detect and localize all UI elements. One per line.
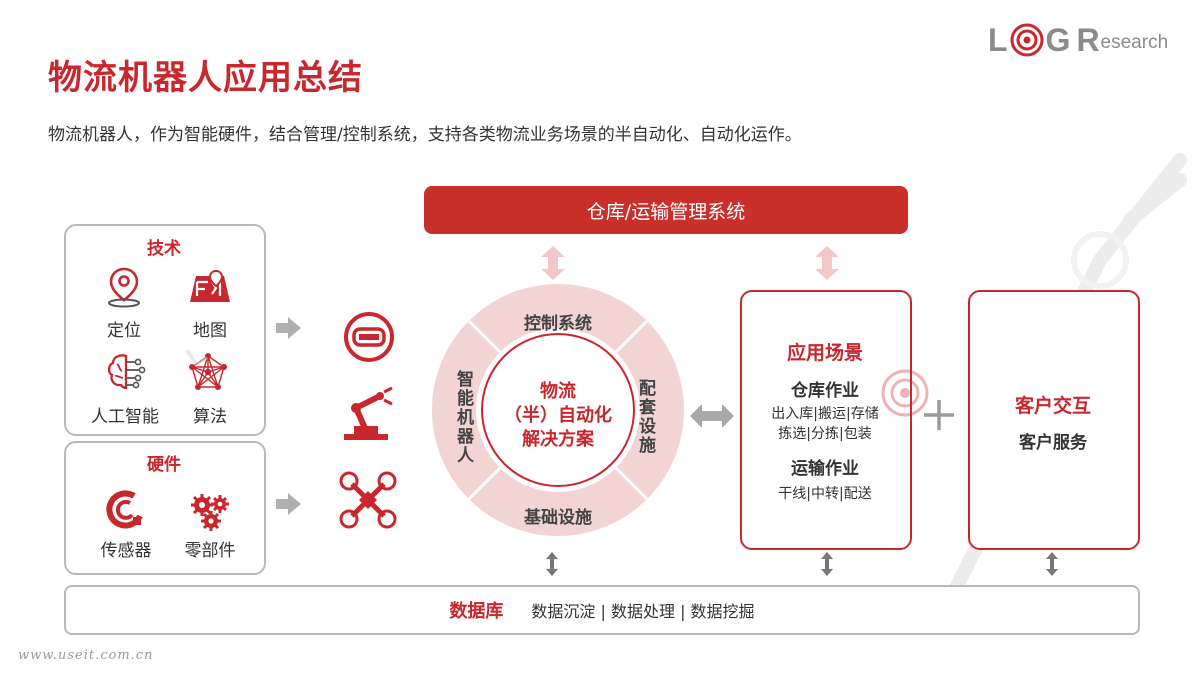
network-icon: [186, 352, 230, 394]
double-arrow-horizontal-icon: [690, 404, 734, 428]
tech-label-map: 地图: [193, 321, 227, 341]
scenarios-title: 应用场景: [786, 342, 863, 364]
sensor-icon: [104, 490, 146, 530]
customer-interaction-panel: [968, 290, 1140, 550]
customer-title: 客户交互: [1014, 395, 1091, 417]
arrow-right-icon: [276, 493, 301, 515]
wheel-top-control-system: 控制系统: [524, 314, 592, 334]
customer-subtitle: 客户服务: [1019, 433, 1087, 453]
logo-target-icon: [1010, 23, 1044, 57]
gears-icon: [188, 492, 232, 532]
tech-panel: [64, 224, 266, 436]
wheel-center-line2: （半）自动化: [504, 405, 612, 426]
warehouse-ops-line2: 拣选|分拣|包装: [778, 426, 872, 442]
page-subtitle: 物流机器人，作为智能硬件，结合管理/控制系统，支持各类物流业务场景的半自动化、自…: [48, 125, 802, 145]
location-pin-icon: [104, 266, 144, 308]
transport-ops-title: 运输作业: [791, 459, 859, 479]
hardware-label-sensor: 传感器: [100, 541, 152, 561]
plus-icon: [924, 400, 954, 430]
tech-label-ai: 人工智能: [91, 407, 159, 427]
wheel-right-supporting-facilities: 配套设施: [635, 379, 655, 455]
management-system-bar: 仓库/运输管理系统: [424, 186, 908, 234]
map-icon: [186, 268, 234, 308]
logo-letter-r: R: [1076, 22, 1100, 58]
warehouse-ops-title: 仓库作业: [791, 381, 859, 401]
hardware-label-parts: 零部件: [184, 541, 236, 561]
wheel-center-line1: 物流: [540, 381, 576, 402]
hardware-panel: [64, 441, 266, 575]
brain-icon: [104, 352, 148, 392]
database-bar: 数据库 数据沉淀 | 数据处理 | 数据挖掘: [64, 585, 1140, 635]
wheel-left-intelligent-robot: 智能机器人: [453, 369, 473, 465]
wheel-bottom-infrastructure: 基础设施: [524, 508, 592, 528]
watermark-target-icon: [881, 369, 929, 417]
logo-tail: esearch: [1100, 32, 1169, 53]
application-scenarios-panel: [740, 290, 912, 550]
double-arrow-vertical-icon: [541, 246, 565, 280]
hardware-title: 硬件: [147, 455, 181, 475]
logo-letter-l: L: [988, 22, 1008, 58]
wheel-center-line3: 解决方案: [522, 429, 594, 450]
page-title: 物流机器人应用总结: [48, 58, 363, 98]
logo-letter-g: G: [1045, 22, 1071, 58]
tech-label-positioning: 定位: [107, 321, 141, 341]
arrow-right-icon: [276, 317, 301, 339]
small-double-arrow-icon: [1046, 552, 1058, 576]
footer-url: www.useit.com.cn: [18, 648, 154, 663]
small-double-arrow-icon: [546, 552, 558, 576]
small-double-arrow-icon: [821, 552, 833, 576]
tech-title: 技术: [147, 239, 181, 259]
tech-label-algorithm: 算法: [193, 407, 227, 427]
agv-robot-icon: [342, 310, 396, 364]
double-arrow-vertical-icon: [815, 246, 839, 280]
robot-arm-icon: [336, 384, 402, 444]
drone-icon: [338, 470, 398, 530]
warehouse-ops-line1: 出入库|搬运|存储: [771, 406, 879, 422]
database-title: 数据库: [449, 601, 504, 622]
database-text: 数据沉淀 | 数据处理 | 数据挖掘: [531, 602, 755, 621]
logr-logo: L G R esearch: [988, 18, 1168, 58]
transport-ops-line1: 干线|中转|配送: [778, 486, 872, 502]
solution-wheel: [432, 284, 684, 536]
